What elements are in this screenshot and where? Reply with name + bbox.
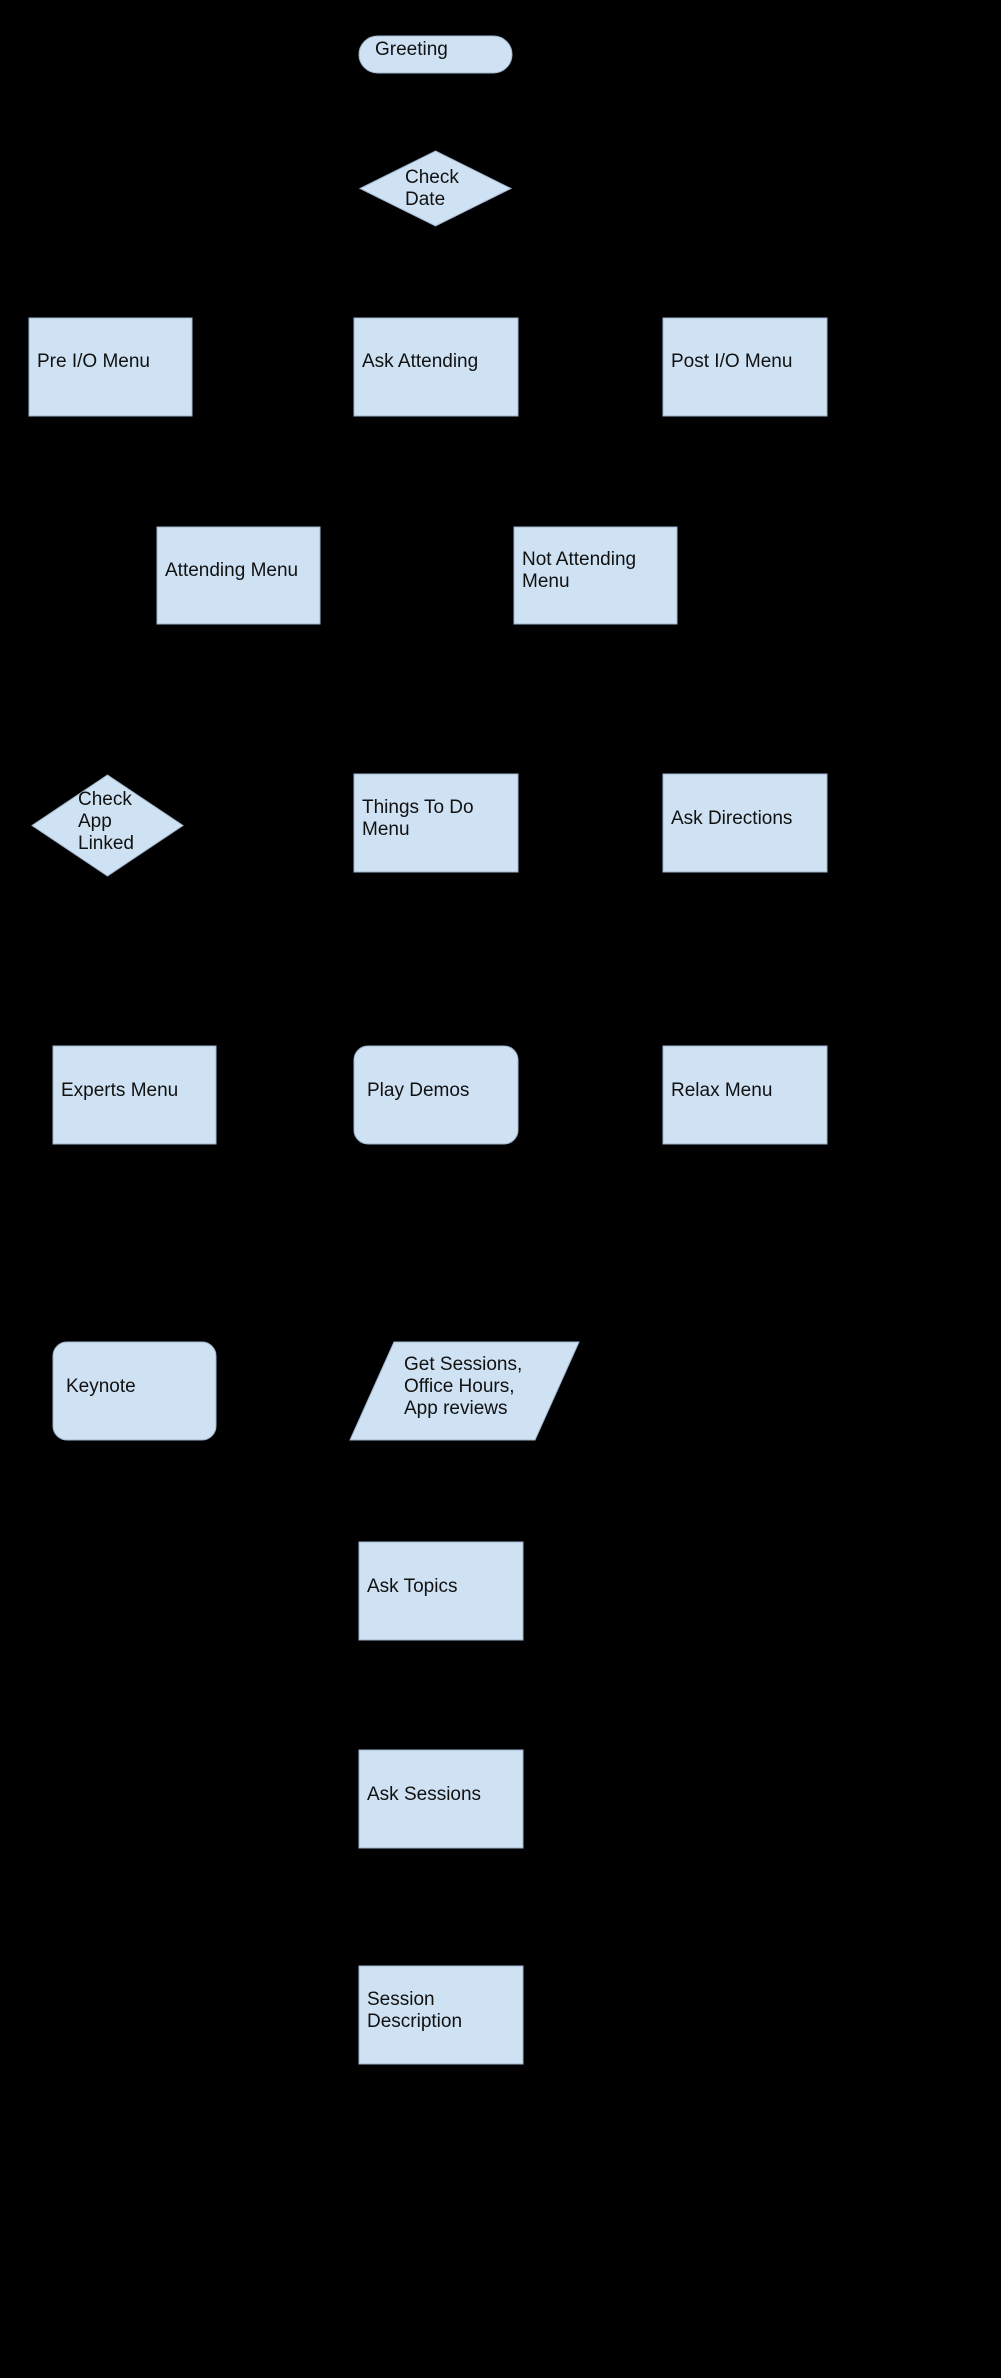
check-date-shape bbox=[358, 150, 513, 227]
greeting-shape bbox=[358, 35, 513, 74]
relax-menu-label: Relax Menu bbox=[671, 1080, 772, 1101]
ask-directions-label: Ask Directions bbox=[671, 808, 792, 829]
experts-menu-label: Experts Menu bbox=[61, 1080, 178, 1101]
ask-directions-node: Ask Directions bbox=[662, 773, 828, 873]
ask-topics-label: Ask Topics bbox=[367, 1576, 457, 1597]
ask-attending-shape bbox=[353, 317, 519, 417]
ask-attending-label: Ask Attending bbox=[362, 351, 478, 372]
not-attending-menu-shape bbox=[513, 526, 678, 625]
post-io-menu-node: Post I/O Menu bbox=[662, 317, 828, 417]
get-sessions-shape bbox=[349, 1341, 580, 1441]
greeting-node: Greeting bbox=[358, 35, 513, 74]
ask-sessions-label: Ask Sessions bbox=[367, 1784, 481, 1805]
attending-menu-label: Attending Menu bbox=[165, 560, 298, 581]
experts-menu-shape bbox=[52, 1045, 217, 1145]
post-io-menu-shape bbox=[662, 317, 828, 417]
play-demos-shape bbox=[353, 1045, 519, 1145]
keynote-node: Keynote bbox=[52, 1341, 217, 1441]
ask-directions-shape bbox=[662, 773, 828, 873]
ask-sessions-node: Ask Sessions bbox=[358, 1749, 524, 1849]
get-sessions-node: Get Sessions,Office Hours,App reviews bbox=[349, 1341, 580, 1441]
pre-io-menu-node: Pre I/O Menu bbox=[28, 317, 193, 417]
check-app-linked-shape bbox=[31, 774, 184, 877]
post-io-menu-label: Post I/O Menu bbox=[671, 351, 792, 372]
pre-io-menu-shape bbox=[28, 317, 193, 417]
greeting-label: Greeting bbox=[375, 39, 448, 60]
relax-menu-node: Relax Menu bbox=[662, 1045, 828, 1145]
session-description-shape bbox=[358, 1965, 524, 2065]
get-sessions-label: Get Sessions,Office Hours,App reviews bbox=[404, 1354, 522, 1419]
attending-menu-shape bbox=[156, 526, 321, 625]
ask-topics-node: Ask Topics bbox=[358, 1541, 524, 1641]
ask-sessions-shape bbox=[358, 1749, 524, 1849]
attending-menu-node: Attending Menu bbox=[156, 526, 321, 625]
ask-attending-node: Ask Attending bbox=[353, 317, 519, 417]
things-to-do-menu-shape bbox=[353, 773, 519, 873]
relax-menu-shape bbox=[662, 1045, 828, 1145]
pre-io-menu-label: Pre I/O Menu bbox=[37, 351, 150, 372]
play-demos-label: Play Demos bbox=[367, 1080, 469, 1101]
play-demos-node: Play Demos bbox=[353, 1045, 519, 1145]
keynote-shape bbox=[52, 1341, 217, 1441]
ask-topics-shape bbox=[358, 1541, 524, 1641]
experts-menu-node: Experts Menu bbox=[52, 1045, 217, 1145]
keynote-label: Keynote bbox=[66, 1376, 136, 1397]
